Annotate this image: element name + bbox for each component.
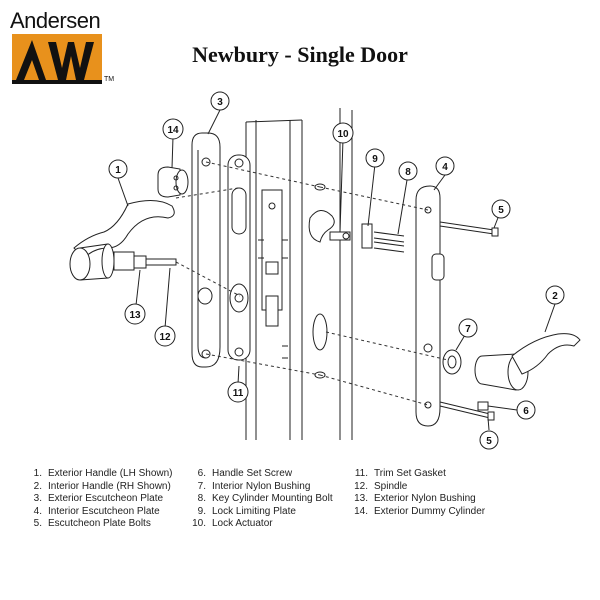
door-face-right	[308, 108, 353, 440]
callout-2: 2	[545, 285, 565, 305]
svg-text:2: 2	[552, 291, 558, 302]
interior-escutcheon-plate	[415, 185, 445, 427]
logo-w-shape	[48, 42, 94, 80]
callout-11: 11	[227, 381, 249, 403]
legend-item: 3.Exterior Escutcheon Plate	[33, 493, 164, 505]
svg-text:10: 10	[337, 129, 349, 140]
callout-5-top: 5	[491, 199, 511, 219]
svg-text:11: 11	[233, 388, 244, 399]
svg-text:5: 5	[498, 205, 504, 216]
interior-nylon-bushing	[442, 349, 462, 375]
exploded-view-diagram: 1 2 3 4 5 5 6 7	[69, 91, 581, 450]
legend-item: 12.Spindle	[354, 480, 408, 492]
legend-item: 5.Escutcheon Plate Bolts	[33, 518, 151, 530]
callout-5-bottom: 5	[479, 430, 499, 450]
callouts: 1 2 3 4 5 5 6 7	[108, 91, 565, 450]
svg-text:6: 6	[523, 406, 529, 417]
logo-a-shape	[16, 40, 46, 80]
legend-item: 7.Interior Nylon Bushing	[197, 480, 311, 492]
svg-text:3: 3	[217, 97, 223, 108]
svg-text:5: 5	[486, 436, 492, 447]
callout-9: 9	[365, 148, 385, 168]
svg-text:9: 9	[372, 154, 378, 165]
handle-set-screw	[477, 401, 489, 411]
door-edge	[245, 119, 303, 440]
lock-hardware	[329, 223, 405, 253]
legend-item: 9.Lock Limiting Plate	[197, 505, 296, 517]
legend-item: 1.Exterior Handle (LH Shown)	[33, 468, 173, 479]
interior-handle	[474, 333, 581, 391]
legend-column-1: 1.Exterior Handle (LH Shown) 2.Interior …	[28, 468, 173, 531]
exterior-escutcheon-plate	[191, 132, 221, 368]
legend-item: 2.Interior Handle (RH Shown)	[33, 480, 171, 492]
andersen-logo: Andersen TM	[10, 8, 115, 86]
logo-trademark: TM	[104, 76, 115, 83]
svg-text:13: 13	[129, 310, 141, 321]
escutcheon-plate-bolts	[439, 221, 499, 421]
callout-4: 4	[435, 156, 455, 176]
svg-text:14: 14	[167, 125, 179, 136]
svg-text:8: 8	[405, 167, 411, 178]
legend-item: 8.Key Cylinder Mounting Bolt	[197, 493, 333, 505]
legend-item: 11.Trim Set Gasket	[354, 468, 446, 479]
callout-12: 12	[154, 325, 176, 347]
callout-1: 1	[108, 159, 128, 179]
svg-text:1: 1	[115, 165, 121, 176]
legend-item: 4.Interior Escutcheon Plate	[33, 505, 160, 517]
callout-8: 8	[398, 161, 418, 181]
callout-7: 7	[458, 318, 478, 338]
leader-lines	[117, 109, 556, 431]
callout-10: 10	[332, 122, 354, 144]
callout-6: 6	[516, 400, 536, 420]
legend-item: 10.Lock Actuator	[192, 518, 273, 530]
callout-3: 3	[210, 91, 230, 111]
logo-aw-mark	[12, 34, 102, 84]
legend-column-2: 6.Handle Set Screw 7.Interior Nylon Bush…	[192, 468, 333, 531]
parts-legend: 1.Exterior Handle (LH Shown) 2.Interior …	[0, 468, 600, 538]
legend-column-3: 11.Trim Set Gasket 12.Spindle 13.Exterio…	[354, 468, 485, 518]
alignment-lines	[175, 161, 449, 406]
trim-set-gasket	[227, 154, 251, 361]
svg-text:7: 7	[465, 324, 471, 335]
callout-14: 14	[162, 118, 184, 140]
callout-13: 13	[124, 303, 146, 325]
legend-item: 13.Exterior Nylon Bushing	[354, 493, 476, 505]
legend-item: 6.Handle Set Screw	[197, 468, 293, 479]
page-title: Newbury - Single Door	[192, 42, 408, 67]
exterior-handle	[69, 200, 177, 281]
legend-item: 14.Exterior Dummy Cylinder	[354, 505, 486, 517]
exterior-dummy-cylinder	[157, 166, 189, 198]
svg-text:4: 4	[442, 162, 448, 173]
logo-wordmark: Andersen	[10, 8, 101, 33]
svg-text:12: 12	[159, 332, 171, 343]
